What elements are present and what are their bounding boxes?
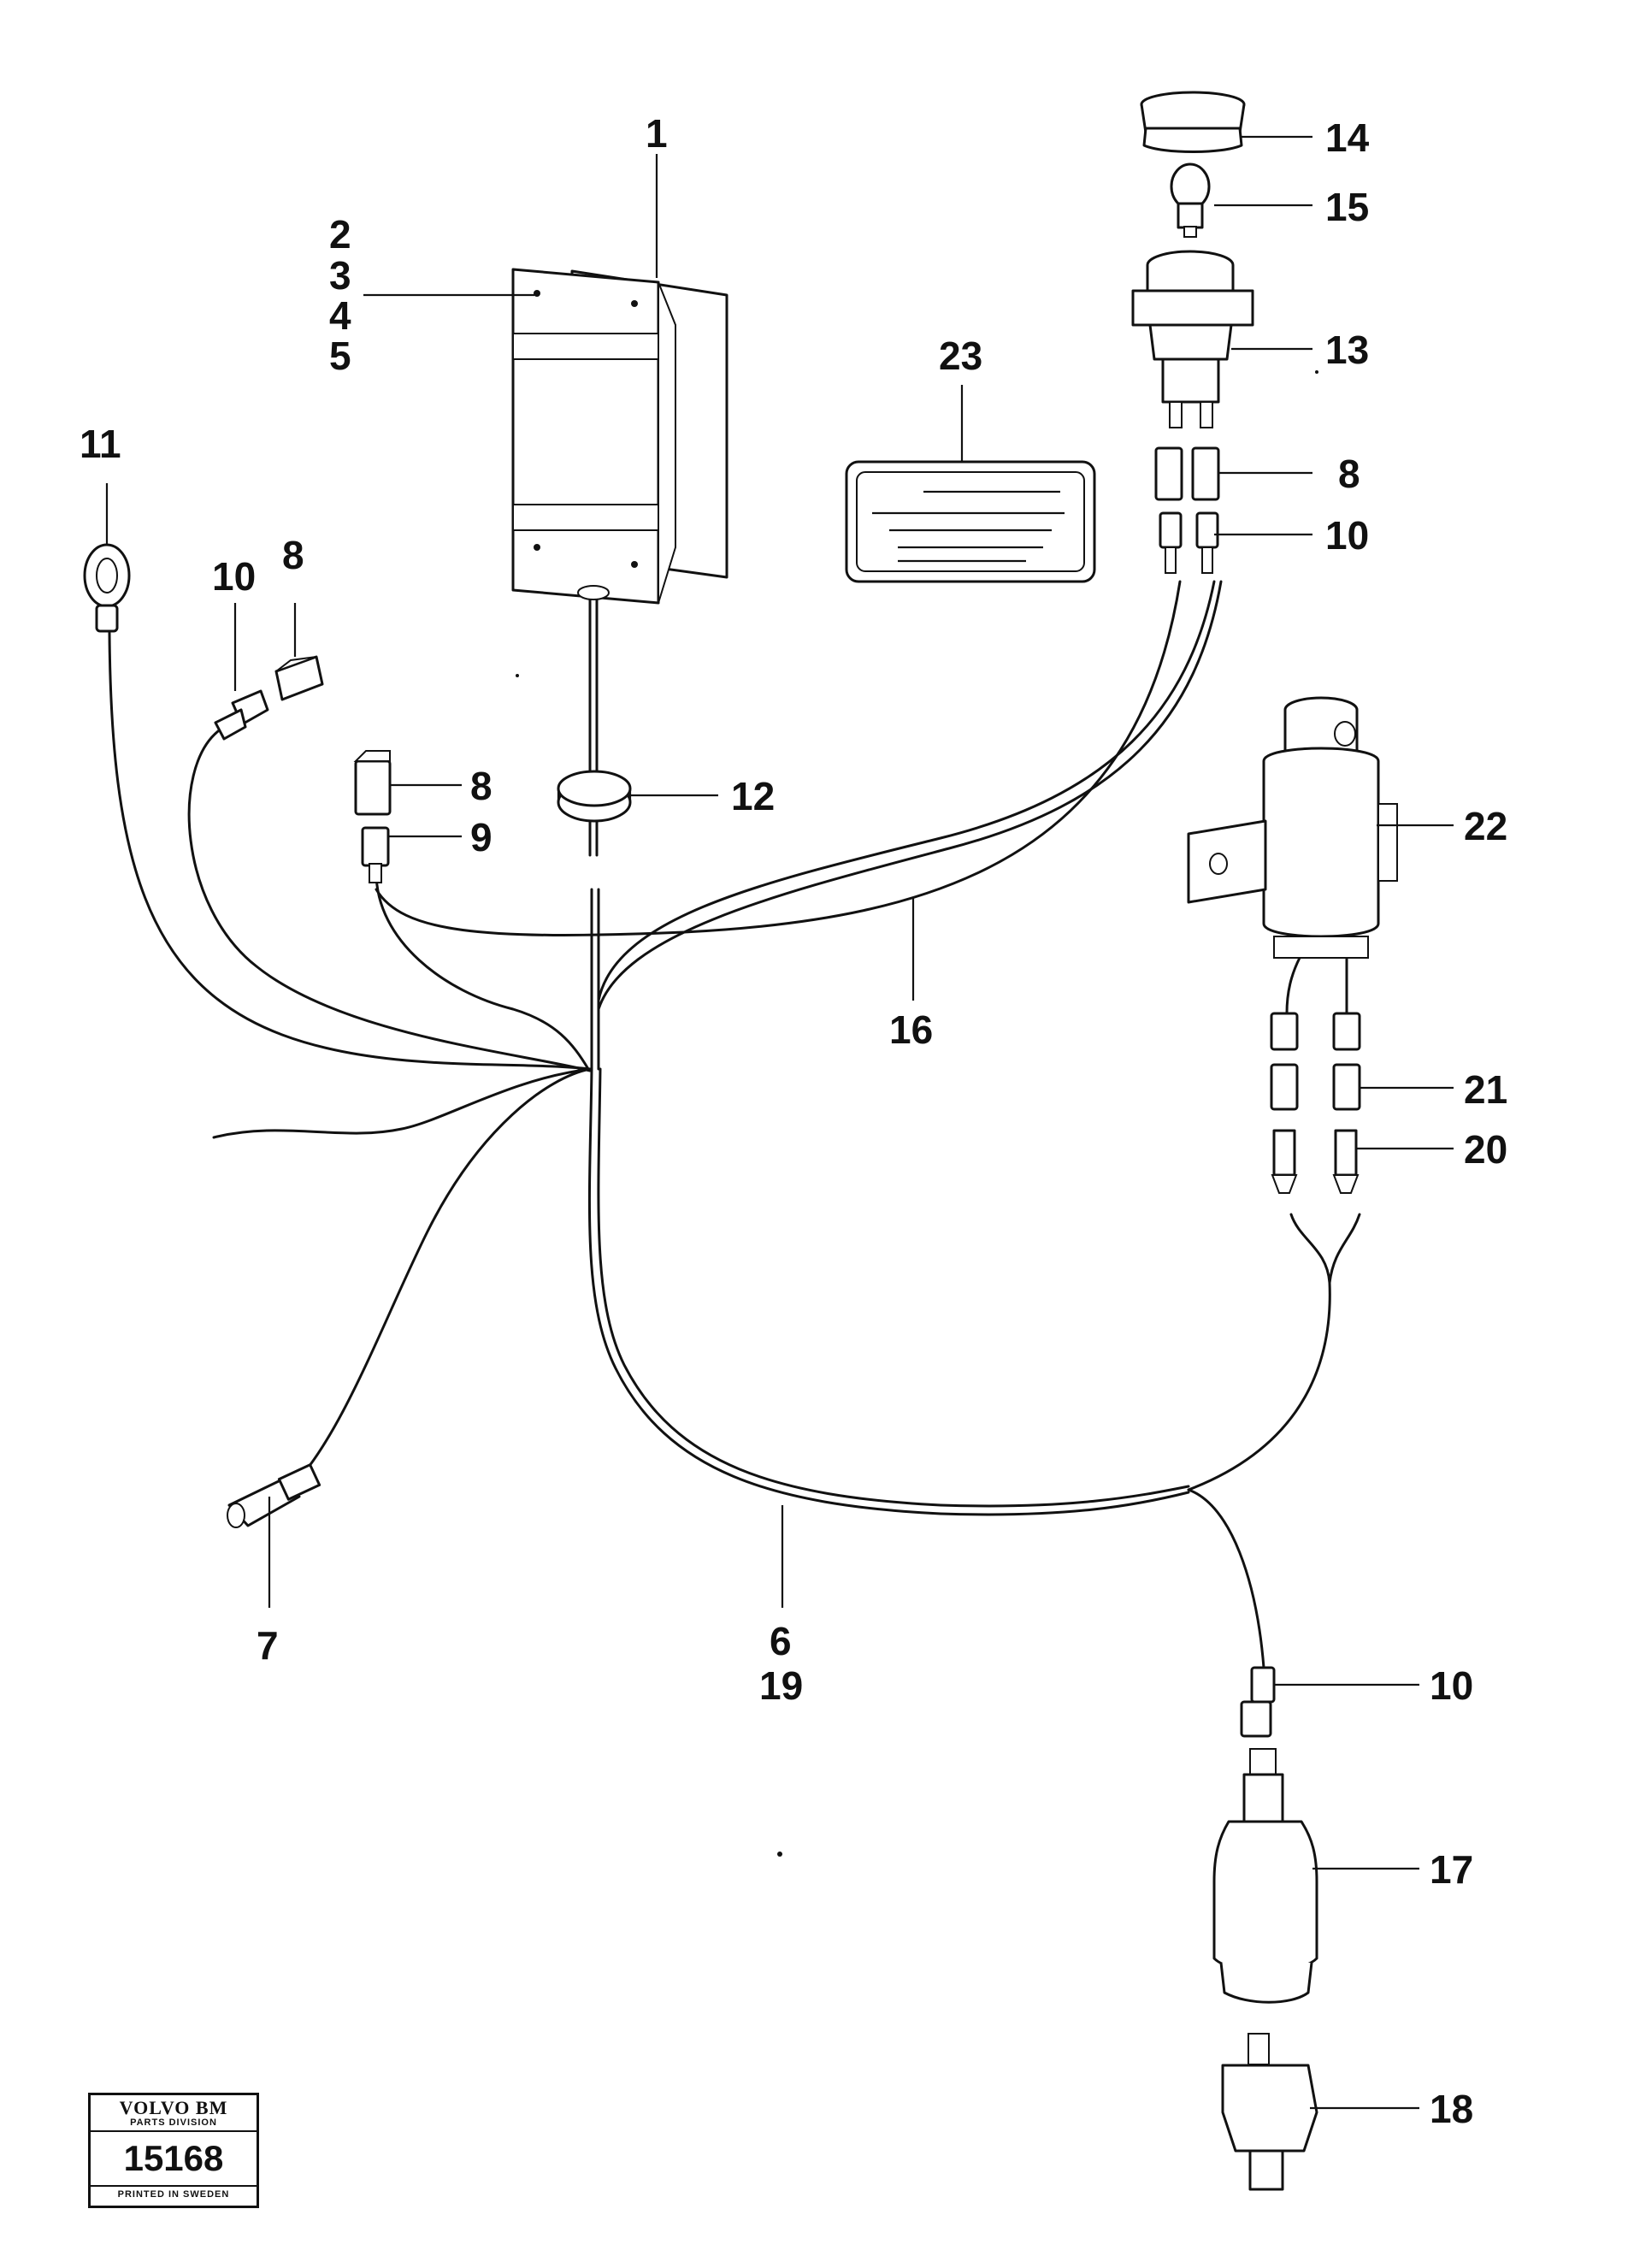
callout-10-right: 10 — [1325, 513, 1369, 558]
connectors-10-right — [1159, 511, 1219, 574]
wire-to-7 — [289, 1067, 592, 1490]
callout-3: 3 — [329, 253, 351, 298]
bulb-15 — [1170, 162, 1211, 238]
callout-numbers: 1 2 3 4 5 14 15 13 23 8 10 11 10 8 8 9 1… — [80, 111, 1507, 2131]
lens-cap-14 — [1140, 91, 1246, 153]
stamp-division: PARTS DIVISION — [91, 2117, 257, 2132]
callout-13: 13 — [1325, 328, 1369, 372]
wire-to-20-left — [1187, 1213, 1331, 1491]
grommet-12 — [557, 770, 632, 823]
callout-8-right: 8 — [1338, 452, 1360, 496]
wire-to-connector-9 — [375, 871, 590, 1071]
callout-23: 23 — [939, 334, 982, 378]
covers-8-right — [1154, 446, 1220, 501]
wire-16 — [597, 580, 1216, 1002]
callout-16: 16 — [889, 1007, 933, 1052]
wires — [108, 580, 1361, 1669]
leader-lines — [105, 135, 1454, 2110]
main-harness-wire — [587, 1067, 1190, 1516]
lamp-holder-13 — [1131, 250, 1254, 428]
callout-22: 22 — [1464, 804, 1507, 848]
cover-8-middle — [353, 750, 392, 816]
callout-20: 20 — [1464, 1127, 1507, 1172]
pressure-switch-18 — [1221, 2033, 1318, 2191]
wire-to-connector-10-left — [187, 729, 592, 1072]
relay-22 — [1187, 696, 1398, 959]
main-harness-wire-2 — [597, 1067, 1190, 1508]
wire-loop — [212, 1067, 593, 1139]
wire-to-10-bottom — [1187, 1488, 1265, 1669]
callout-10-bottom: 10 — [1430, 1663, 1473, 1708]
relay-pigtails — [1285, 956, 1348, 1015]
callout-19: 19 — [759, 1663, 803, 1708]
control-unit-1 — [511, 268, 728, 605]
connector-10-left — [214, 689, 269, 741]
callout-15: 15 — [1325, 185, 1369, 229]
wire-16b — [597, 580, 1223, 1011]
stamp-brand: VOLVO BM — [119, 2097, 228, 2118]
stamp-printed: PRINTED IN SWEDEN — [117, 2189, 230, 2200]
connector-9 — [361, 826, 390, 883]
callout-21: 21 — [1464, 1067, 1507, 1112]
callout-18: 18 — [1430, 2087, 1473, 2131]
callout-12: 12 — [731, 774, 775, 818]
callout-2: 2 — [329, 212, 351, 257]
connector-10-bottom — [1240, 1666, 1276, 1738]
decal-23 — [845, 460, 1096, 583]
unit-cable-lower — [590, 888, 600, 1071]
boot-17 — [1212, 1748, 1318, 2004]
terminals-20 — [1271, 1129, 1360, 1194]
relay-connectors — [1270, 1012, 1361, 1051]
callout-7: 7 — [257, 1623, 279, 1668]
callout-17: 17 — [1430, 1847, 1473, 1892]
cover-8-left — [274, 655, 324, 701]
ring-terminal-11 — [83, 543, 131, 633]
wire-9-to-13 — [375, 580, 1182, 936]
wire-to-20-right — [1328, 1213, 1361, 1285]
stamp-number: 15168 — [91, 2132, 257, 2187]
callout-5: 5 — [329, 334, 351, 378]
callout-9: 9 — [470, 815, 493, 859]
callout-8-middle: 8 — [470, 764, 493, 808]
volvo-parts-stamp: VOLVO BM PARTS DIVISION 15168 PRINTED IN… — [88, 2093, 259, 2208]
covers-21 — [1270, 1063, 1361, 1111]
callout-14: 14 — [1325, 115, 1370, 160]
callout-4: 4 — [329, 293, 351, 338]
callout-10-left: 10 — [212, 554, 256, 599]
callout-1: 1 — [646, 111, 668, 156]
callout-6: 6 — [770, 1619, 792, 1663]
callout-11: 11 — [80, 422, 121, 466]
plug-7 — [227, 1463, 321, 1528]
ground-wire-11 — [108, 631, 592, 1071]
callout-8-left: 8 — [282, 533, 304, 577]
